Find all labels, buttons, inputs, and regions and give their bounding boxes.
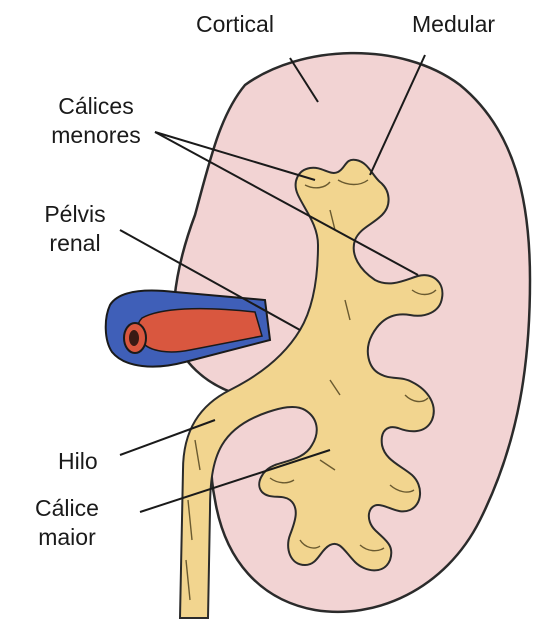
label-calice-maior-2: maior	[12, 523, 122, 551]
label-cortical: Cortical	[196, 10, 274, 38]
label-medular: Medular	[412, 10, 495, 38]
label-hilo: Hilo	[58, 447, 98, 475]
artery-lumen-inner	[129, 330, 139, 346]
label-calices-menores-1: Cálices	[26, 92, 166, 120]
label-calice-maior-1: Cálice	[12, 494, 122, 522]
label-calices-menores-2: menores	[26, 121, 166, 149]
label-pelvis-renal-2: renal	[20, 229, 130, 257]
label-pelvis-renal-1: Pélvis	[20, 200, 130, 228]
